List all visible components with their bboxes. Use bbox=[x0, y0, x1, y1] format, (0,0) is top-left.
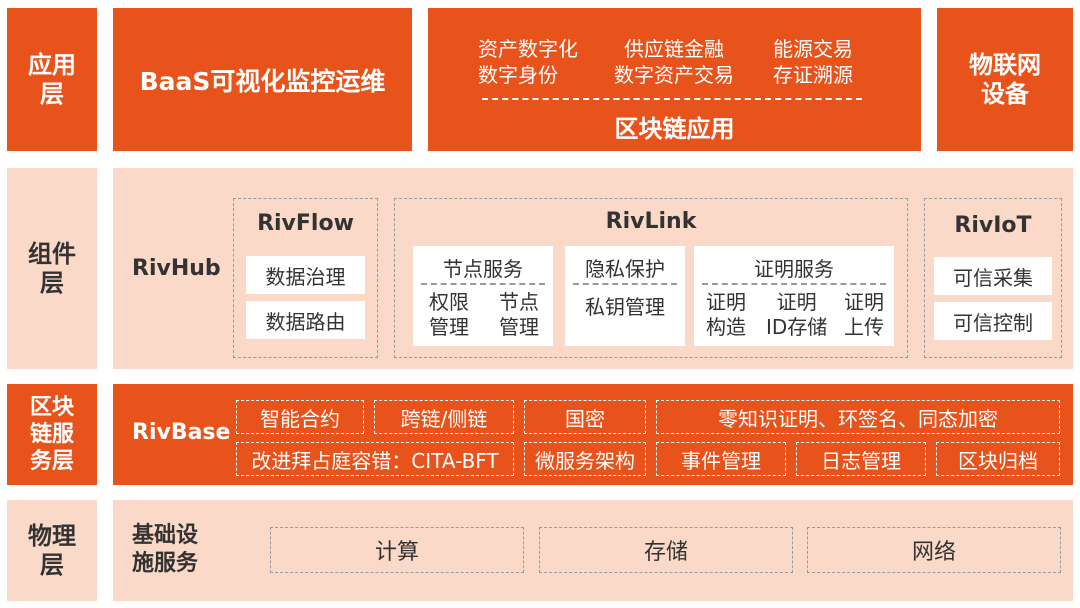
riviot-trusted-collection-text: 可信采集 bbox=[953, 265, 1033, 290]
riviot-title: RivIoT bbox=[954, 213, 1032, 238]
riviot-trusted-collection: 可信采集 bbox=[934, 257, 1052, 295]
rivbase-label: RivBase bbox=[132, 420, 231, 445]
proof-id-storage: 证明 ID存储 bbox=[766, 290, 827, 340]
baas-monitoring-text: BaaS可视化监控运维 bbox=[139, 66, 386, 96]
zk-ring-homomorphic: 零知识证明、环签名、同态加密 bbox=[656, 400, 1060, 434]
rivlink-group: RivLink 节点服务 权限 管理 节点 管理 隐私保护 私钥管理 证明服务 … bbox=[394, 198, 908, 358]
infra-service-line2: 施服务 bbox=[132, 551, 199, 576]
storage-box: 存储 bbox=[539, 527, 793, 573]
proof-service-box: 证明服务 证明 构造 证明 ID存储 证明 上传 bbox=[694, 246, 894, 346]
infra-service-label: 基础设 施服务 bbox=[132, 522, 198, 578]
log-mgmt-text: 日志管理 bbox=[821, 448, 901, 473]
event-mgmt: 事件管理 bbox=[656, 442, 786, 476]
node-service-box: 节点服务 权限 管理 节点 管理 bbox=[413, 246, 553, 346]
chain-layer-label-line3: 务层 bbox=[29, 449, 74, 474]
national-crypto-text: 国密 bbox=[565, 406, 605, 431]
proof-construct-line1: 证明 bbox=[706, 290, 746, 314]
physical-layer-label-line1: 物理 bbox=[28, 521, 76, 550]
proof-construct-line2: 构造 bbox=[706, 315, 746, 339]
rivflow-title: RivFlow bbox=[257, 211, 354, 236]
rivhub-label: RivHub bbox=[132, 256, 221, 281]
chain-layer-panel: RivBase 智能合约 跨链/侧链 国密 零知识证明、环签名、同态加密 改进拜… bbox=[113, 384, 1073, 485]
microservice-arch-text: 微服务架构 bbox=[535, 448, 635, 473]
smart-contract: 智能合约 bbox=[236, 400, 364, 434]
proof-upload-line1: 证明 bbox=[844, 290, 884, 314]
cita-bft-text: 改进拜占庭容错：CITA-BFT bbox=[251, 448, 499, 473]
iot-device-line2: 设备 bbox=[981, 79, 1029, 108]
chain-layer-label-line2: 链服 bbox=[29, 422, 74, 447]
privacy-divider bbox=[573, 283, 677, 285]
proof-construct: 证明 构造 bbox=[706, 290, 746, 340]
component-layer-label-line1: 组件 bbox=[28, 239, 76, 268]
proof-id-line2: ID存储 bbox=[766, 315, 828, 339]
infra-service-line1: 基础设 bbox=[132, 523, 199, 548]
storage-text: 存储 bbox=[643, 540, 688, 565]
block-archive-text: 区块归档 bbox=[958, 448, 1038, 473]
node-service-title: 节点服务 bbox=[443, 257, 523, 281]
app-digital-identity: 数字身份 bbox=[478, 63, 558, 87]
event-mgmt-text: 事件管理 bbox=[681, 448, 761, 473]
proof-upload: 证明 上传 bbox=[844, 290, 884, 340]
national-crypto: 国密 bbox=[524, 400, 646, 434]
component-layer-label-line2: 层 bbox=[40, 268, 64, 297]
proof-service-title: 证明服务 bbox=[754, 257, 834, 281]
node-permission-mgmt: 权限 管理 bbox=[429, 290, 469, 340]
rivflow-data-governance-text: 数据治理 bbox=[265, 264, 346, 289]
app-layer-label-line2: 层 bbox=[40, 79, 64, 108]
component-layer-label: 组件 层 bbox=[7, 168, 97, 369]
compute-text: 计算 bbox=[374, 540, 419, 565]
compute-box: 计算 bbox=[270, 527, 524, 573]
blockchain-app-title: 区块链应用 bbox=[614, 115, 735, 143]
app-layer-label: 应用 层 bbox=[7, 8, 97, 151]
physical-layer-panel: 基础设 施服务 计算 存储 网络 bbox=[113, 500, 1073, 601]
proof-upload-line2: 上传 bbox=[844, 315, 884, 339]
zk-ring-homomorphic-text: 零知识证明、环签名、同态加密 bbox=[718, 406, 998, 431]
iot-device-box: 物联网 设备 bbox=[937, 8, 1073, 151]
apps-divider bbox=[482, 98, 862, 100]
app-digital-asset-trading: 数字资产交易 bbox=[614, 63, 734, 87]
app-evidence-tracing: 存证溯源 bbox=[773, 63, 853, 87]
node-node-line2: 管理 bbox=[499, 315, 539, 339]
node-node-mgmt: 节点 管理 bbox=[499, 290, 539, 340]
physical-layer-label-line2: 层 bbox=[40, 550, 64, 579]
app-energy-trading: 能源交易 bbox=[773, 37, 853, 61]
baas-monitoring-box: BaaS可视化监控运维 bbox=[113, 8, 412, 151]
network-box: 网络 bbox=[807, 527, 1061, 573]
log-mgmt: 日志管理 bbox=[796, 442, 926, 476]
proof-id-line1: 证明 bbox=[776, 290, 817, 314]
blockchain-apps-box: 资产数字化 供应链金融 能源交易 数字身份 数字资产交易 存证溯源 区块链应用 bbox=[428, 8, 921, 151]
block-archive: 区块归档 bbox=[936, 442, 1060, 476]
microservice-arch: 微服务架构 bbox=[524, 442, 646, 476]
rivflow-data-routing: 数据路由 bbox=[246, 301, 365, 339]
privacy-box: 隐私保护 私钥管理 bbox=[565, 246, 685, 346]
chain-layer-label-line1: 区块 bbox=[29, 395, 74, 420]
app-layer-label-line1: 应用 bbox=[28, 50, 76, 79]
app-supply-chain-finance: 供应链金融 bbox=[624, 37, 724, 61]
physical-layer-label: 物理 层 bbox=[7, 500, 97, 601]
rivflow-data-governance: 数据治理 bbox=[246, 256, 365, 294]
riviot-trusted-control: 可信控制 bbox=[934, 302, 1052, 340]
network-text: 网络 bbox=[911, 540, 956, 565]
smart-contract-text: 智能合约 bbox=[260, 406, 340, 431]
cita-bft: 改进拜占庭容错：CITA-BFT bbox=[236, 442, 514, 476]
node-permission-line1: 权限 bbox=[429, 290, 469, 314]
component-layer-panel: RivHub RivFlow 数据治理 数据路由 RivLink 节点服务 权限… bbox=[113, 168, 1073, 369]
riviot-group: RivIoT 可信采集 可信控制 bbox=[924, 198, 1062, 358]
proof-service-divider bbox=[702, 283, 886, 285]
cross-chain-text: 跨链/侧链 bbox=[400, 406, 488, 431]
iot-device-line1: 物联网 bbox=[969, 50, 1041, 79]
app-asset-digitization: 资产数字化 bbox=[478, 37, 578, 61]
node-node-line1: 节点 bbox=[499, 290, 539, 314]
rivflow-data-routing-text: 数据路由 bbox=[265, 309, 346, 334]
node-permission-line2: 管理 bbox=[429, 315, 469, 339]
chain-layer-label: 区块 链服 务层 bbox=[7, 384, 97, 485]
rivflow-group: RivFlow 数据治理 数据路由 bbox=[233, 198, 378, 358]
riviot-trusted-control-text: 可信控制 bbox=[953, 310, 1033, 335]
privacy-title: 隐私保护 bbox=[585, 257, 665, 281]
node-service-divider bbox=[421, 283, 545, 285]
private-key-mgmt: 私钥管理 bbox=[585, 295, 665, 319]
cross-chain: 跨链/侧链 bbox=[374, 400, 514, 434]
rivlink-title: RivLink bbox=[605, 209, 697, 234]
